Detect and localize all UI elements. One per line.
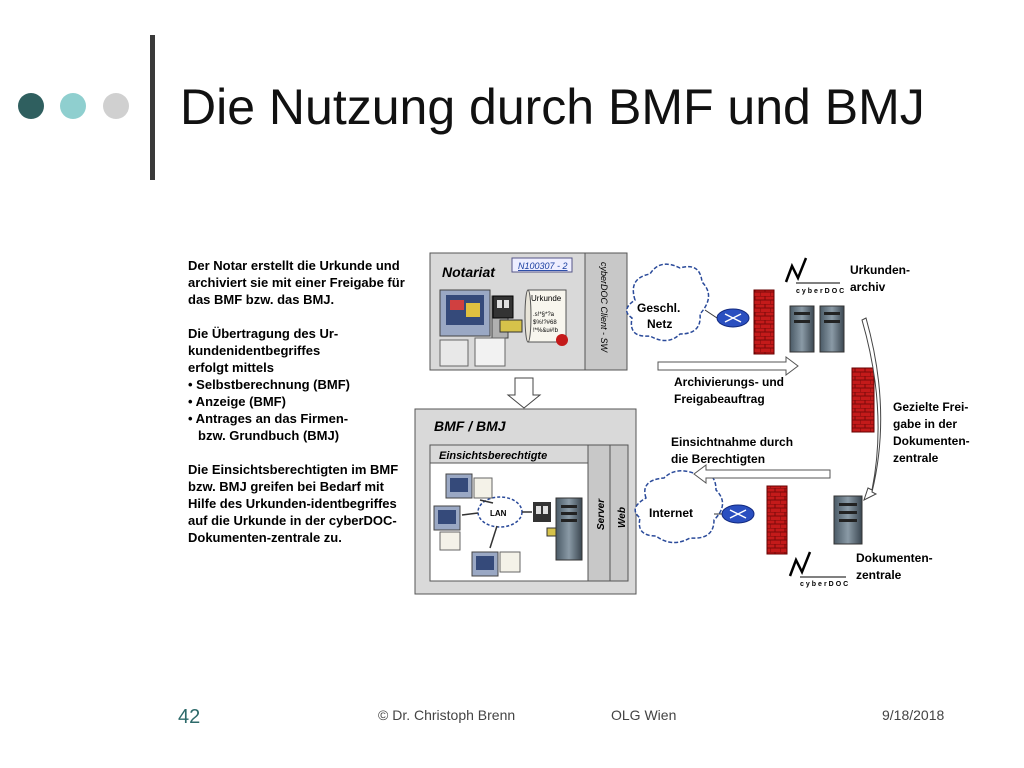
cyberdoc-logo-top-text: cyberDOC: [796, 288, 846, 295]
title-divider: [150, 35, 155, 180]
p2-intro-3: erfolgt mittels: [188, 360, 274, 375]
description-text: Der Notar erstellt die Urkunde und archi…: [188, 257, 408, 563]
web-label: Web: [617, 507, 628, 528]
p2-intro-1: Die Übertragung des Ur-: [188, 326, 339, 341]
bmf-server-icon: [555, 497, 583, 561]
urkunde-code-2: $%!?#68: [533, 320, 557, 326]
urkunde-code-1: .s!*§*?a: [533, 312, 555, 318]
p2-intro-2: kundenidentbegriffes: [188, 343, 321, 358]
inspection-arrow: [693, 464, 831, 484]
router-icon-bottom: [721, 504, 755, 524]
decor-dot-light: [60, 93, 86, 119]
doc-number-tag: [511, 257, 573, 273]
bmf-bmj-box: BMF / BMJ Einsichtsberechtigte Server We…: [414, 408, 637, 595]
closed-network-line1: Geschl.: [637, 301, 680, 315]
decor-dot-grey: [103, 93, 129, 119]
central-server-icon: [833, 495, 863, 545]
internet-label: Internet: [649, 506, 693, 520]
p2-bullet-2: • Anzeige (BMF): [188, 394, 286, 409]
lan-label: LAN: [490, 509, 507, 518]
doc-number: N100307 - 2: [518, 261, 568, 271]
gezielte-line3: Dokumenten-: [893, 434, 970, 448]
decor-dot-dark: [18, 93, 44, 119]
firewall-right-icon: [851, 367, 875, 433]
footer-author: © Dr. Christoph Brenn: [378, 707, 516, 723]
gezielte-line1: Gezielte Frei-: [893, 400, 968, 414]
down-arrow: [506, 377, 542, 409]
gezielte-line4: zentrale: [893, 451, 939, 465]
router-icon-top: [716, 308, 750, 328]
p2-bullet-1: • Selbstberechnung (BMF): [188, 377, 350, 392]
notariat-box: Notariat N100307 - 2 Urkunde .s!*§*?a: [429, 252, 628, 371]
cyberdoc-logo-bottom: cyberDOC: [788, 551, 850, 588]
closed-network-line2: Netz: [647, 317, 672, 331]
inspection-line2: die Berechtigten: [671, 452, 765, 466]
urkunde-scroll-icon: Urkunde .s!*§*?a $%!?#68 !*%&u#!b: [524, 289, 568, 346]
dokumentenzentrale-line1: Dokumenten-: [856, 551, 933, 565]
page-title: Die Nutzung durch BMF und BMJ: [180, 79, 925, 135]
cyberdoc-logo-bottom-text: cyberDOC: [800, 581, 850, 588]
urkunde-label: Urkunde: [531, 294, 562, 303]
workstation-icon-1: [445, 473, 493, 499]
einsicht-label: Einsichtsberechtigte: [439, 450, 547, 462]
footer-org: OLG Wien: [611, 707, 677, 723]
card-reader-icon: [492, 295, 523, 333]
urkunden-archiv-line1: Urkunden-: [850, 263, 910, 277]
gezielte-line2: gabe in der: [893, 417, 957, 431]
archive-order-line2: Freigabeauftrag: [674, 392, 765, 406]
urkunde-code-3: !*%&u#!b: [533, 328, 559, 334]
server-label: Server: [596, 498, 607, 530]
bmf-card-reader-icon: [533, 502, 562, 537]
description-paragraph-2: Die Übertragung des Ur- kundenidentbegri…: [188, 325, 408, 444]
description-paragraph-1: Der Notar erstellt die Urkunde und archi…: [188, 258, 405, 307]
footer-date: 9/18/2018: [882, 707, 945, 723]
notariat-label: Notariat: [442, 264, 496, 280]
archive-servers-icon: [789, 305, 845, 353]
client-sw-label: cyberDOC Client - SW: [599, 262, 609, 354]
cyberdoc-logo-top: cyberDOC: [784, 257, 846, 295]
workstation-icon-3: [471, 551, 521, 577]
inspection-line1: Einsichtnahme durch: [671, 435, 793, 449]
page-number: 42: [178, 706, 201, 728]
archive-order-line1: Archivierungs- und: [674, 375, 784, 389]
closed-network-cloud: Geschl. Netz: [626, 263, 710, 342]
internet-cloud: Internet: [634, 470, 724, 544]
workstation-icon-2: [433, 505, 461, 551]
description-paragraph-3: Die Einsichtsberechtigten im BMF bzw. BM…: [188, 462, 399, 545]
firewall-bottom-icon: [766, 485, 788, 555]
bmf-bmj-label: BMF / BMJ: [434, 418, 507, 434]
p2-bullet-3-cont: bzw. Grundbuch (BMJ): [198, 428, 340, 443]
archive-order-arrow: [657, 356, 799, 376]
p2-bullet-3: • Antrages an das Firmen-: [188, 411, 349, 426]
firewall-top-icon: [753, 289, 775, 355]
dokumentenzentrale-line2: zentrale: [856, 568, 902, 582]
urkunden-archiv-line2: archiv: [850, 280, 886, 294]
release-curved-arrow: [861, 317, 882, 501]
